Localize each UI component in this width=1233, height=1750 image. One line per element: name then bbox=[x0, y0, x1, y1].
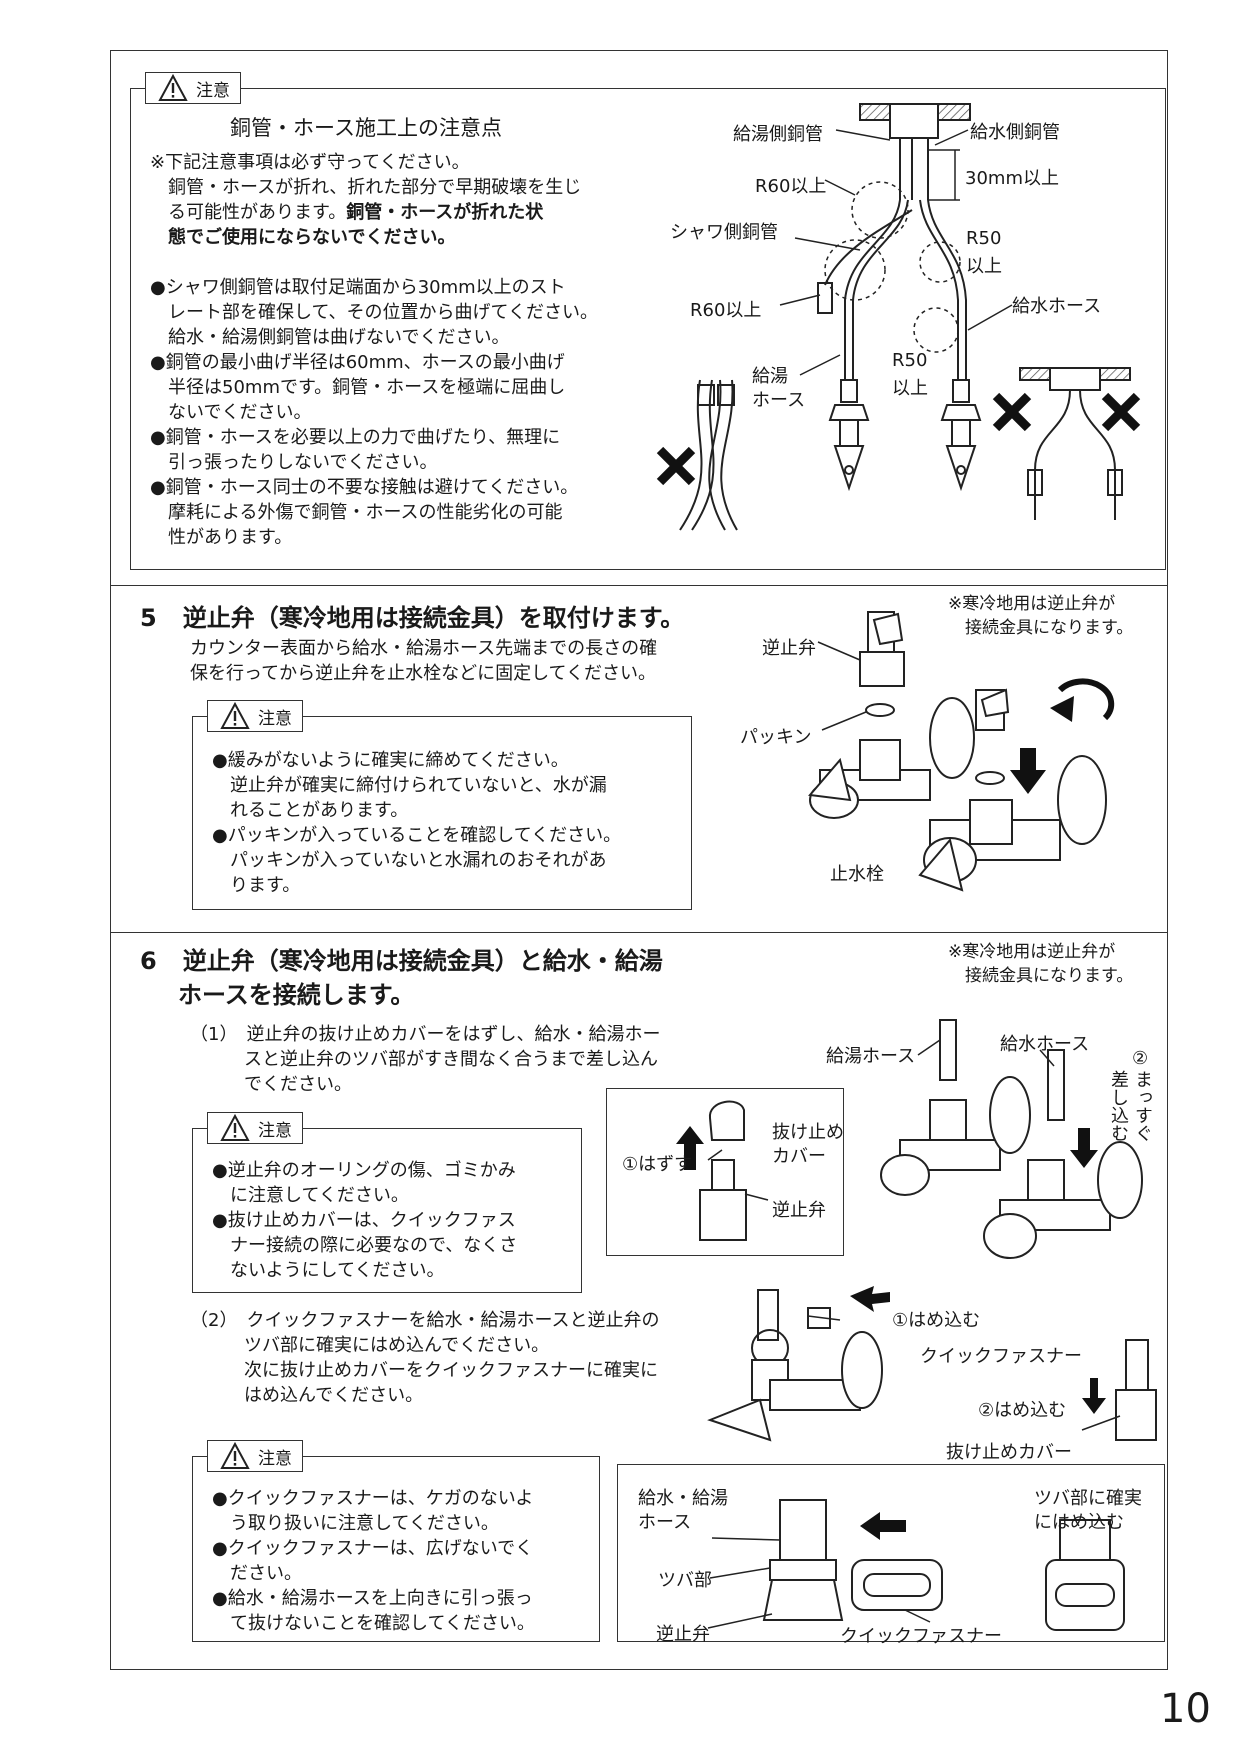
label-straight-b: 差し込む bbox=[1108, 1070, 1129, 1142]
warning-icon bbox=[220, 1441, 250, 1469]
label-check-valve: 逆止弁 bbox=[762, 638, 816, 659]
label-inset-check-valve: 逆止弁 bbox=[772, 1200, 826, 1221]
label-fit1: ①はめ込む bbox=[892, 1310, 981, 1331]
label-fastener: クイックファスナー bbox=[920, 1346, 1082, 1367]
caution-label: 注意 bbox=[258, 1120, 292, 1141]
label-cold-hose: 給水ホース bbox=[1000, 1034, 1090, 1055]
caution-badge: 注意 bbox=[207, 700, 303, 732]
page-number: 10 bbox=[1160, 1686, 1211, 1732]
caution-label: 注意 bbox=[258, 1448, 292, 1469]
label-hose-2: ホース bbox=[638, 1512, 692, 1533]
label-fit2: ②はめ込む bbox=[978, 1400, 1067, 1421]
caution-label: 注意 bbox=[258, 708, 292, 729]
page-frame bbox=[110, 50, 1168, 1670]
label-cover-full: 抜け止めカバー bbox=[946, 1442, 1072, 1463]
bullet-list: ●シャワ側銅管は取付足端面から30mm以上のスト レート部を確保して、その位置か… bbox=[150, 277, 599, 548]
note-text: ※下記注意事項は必ず守ってください。 銅管・ホースが折れ、折れた部分で早期破壊を… bbox=[150, 152, 582, 248]
label-flange: ツバ部 bbox=[658, 1570, 712, 1591]
label-fit-note-2: にはめ込む bbox=[1034, 1512, 1124, 1533]
warning-icon bbox=[220, 1113, 250, 1141]
fastener-detail-inset bbox=[617, 1464, 1165, 1642]
step2-caution-box bbox=[192, 1456, 600, 1642]
caution-badge: 注意 bbox=[207, 1112, 303, 1144]
label-30mm: 30mm以上 bbox=[965, 168, 1059, 189]
warning-icon bbox=[220, 701, 250, 729]
divider-top bbox=[110, 585, 1168, 586]
step1-caution-text: ●逆止弁のオーリングの傷、ゴミかみ に注意してください。●抜け止めカバーは、クイ… bbox=[212, 1160, 518, 1281]
label-hot-hose-2: ホース bbox=[752, 390, 806, 411]
section5-cold-note: ※寒冷地用は逆止弁が 接続金具になります。 bbox=[948, 594, 1134, 638]
label-shower-pipe: シャワ側銅管 bbox=[670, 222, 778, 243]
step2-text: （2） クイックファスナーを給水・給湯ホースと逆止弁の ツバ部に確実にはめ込んで… bbox=[190, 1310, 660, 1406]
step1-caution-box bbox=[192, 1128, 582, 1293]
caution-badge: 注意 bbox=[207, 1440, 303, 1472]
label-hot-hose: 給湯ホース bbox=[826, 1046, 916, 1067]
section5-caution-text: ●緩みがないように確実に締めてください。 逆止弁が確実に締付けられていないと、水… bbox=[212, 750, 622, 896]
remove-cover-inset bbox=[606, 1088, 844, 1256]
label-cold-pipe: 給水側銅管 bbox=[970, 122, 1060, 143]
label-straight-a: まっすぐ bbox=[1132, 1070, 1153, 1142]
label-r60-a: R60以上 bbox=[755, 176, 827, 197]
section6-cold-note: ※寒冷地用は逆止弁が 接続金具になります。 bbox=[948, 942, 1134, 986]
label-r50-b-2: 以上 bbox=[892, 378, 928, 399]
label-remove: ①はずす bbox=[622, 1154, 693, 1175]
warning-icon bbox=[158, 73, 188, 101]
section5-body: カウンター表面から給水・給湯ホース先端までの長さの確保を行ってから逆止弁を止水栓… bbox=[190, 638, 658, 684]
step2-caution-text: ●クイックファスナーは、ケガのないよ う取り扱いに注意してください。●クイックフ… bbox=[212, 1488, 535, 1634]
label-r50-a-2: 以上 bbox=[966, 256, 1002, 277]
label-r50-b: R50 bbox=[892, 350, 928, 371]
label-packing: パッキン bbox=[740, 727, 812, 748]
label-hot-pipe: 給湯側銅管 bbox=[733, 124, 823, 145]
section-heading: 銅管・ホース施工上の注意点 bbox=[230, 116, 502, 140]
divider-mid bbox=[110, 932, 1168, 933]
label-fit-note-1: ツバ部に確実 bbox=[1034, 1488, 1142, 1509]
section5-caution-box bbox=[192, 716, 692, 910]
label-cold-hose: 給水ホース bbox=[1012, 296, 1102, 317]
label-stop-valve: 止水栓 bbox=[830, 864, 884, 885]
label-straight-num: ② bbox=[1132, 1048, 1149, 1069]
top-caution-box bbox=[130, 88, 1166, 570]
label-hot-hose: 給湯 bbox=[752, 366, 788, 387]
label-hose-1: 給水・給湯 bbox=[638, 1488, 728, 1509]
label-valve: 逆止弁 bbox=[656, 1624, 710, 1645]
label-r60-b: R60以上 bbox=[690, 300, 762, 321]
caution-badge: 注意 bbox=[145, 72, 241, 104]
caution-label: 注意 bbox=[196, 80, 230, 101]
label-cover-1: 抜け止め bbox=[772, 1122, 844, 1143]
label-r50-a: R50 bbox=[966, 228, 1002, 249]
label-cover-2: カバー bbox=[772, 1146, 826, 1167]
step1-text: （1） 逆止弁の抜け止めカバーをはずし、給水・給湯ホー スと逆止弁のツバ部がすき… bbox=[190, 1024, 661, 1095]
label-fastener-b: クイックファスナー bbox=[840, 1626, 1002, 1647]
